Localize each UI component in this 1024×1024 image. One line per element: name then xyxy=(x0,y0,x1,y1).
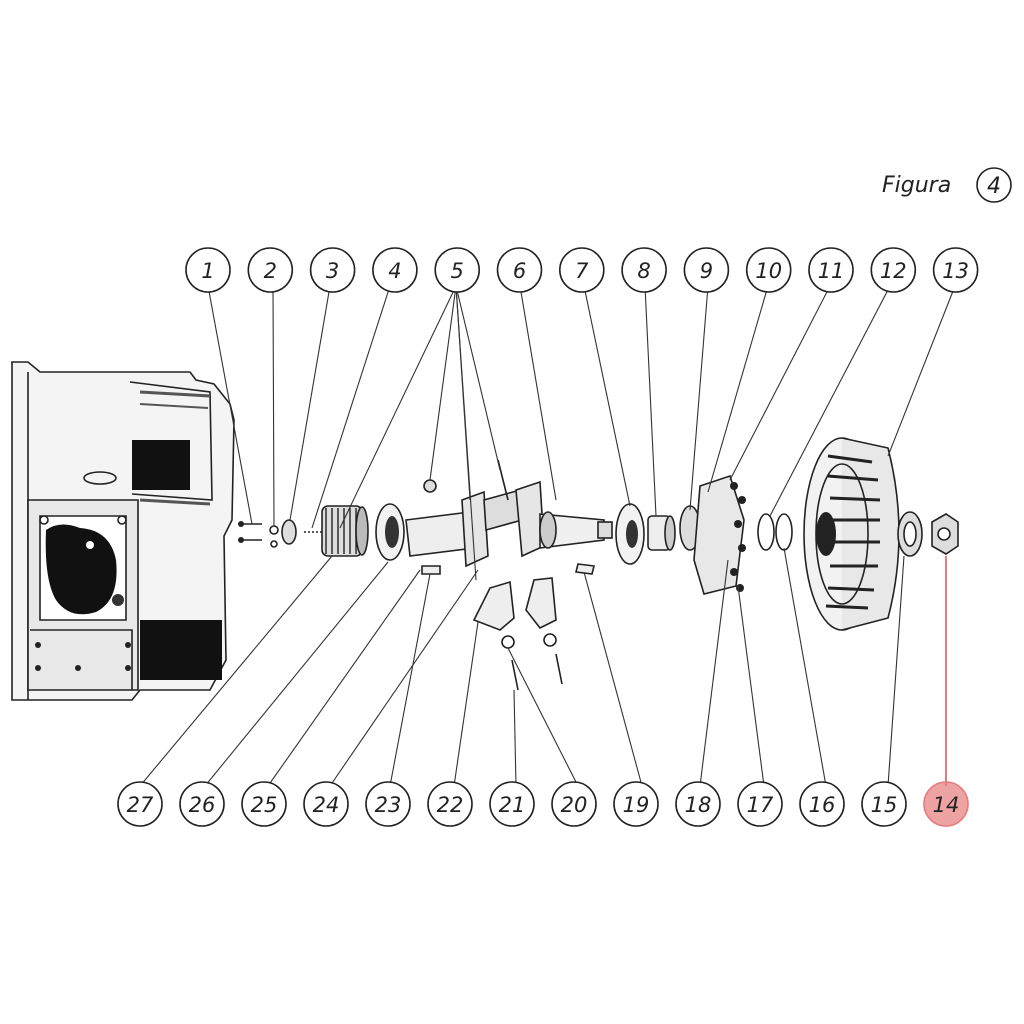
callout-circle xyxy=(613,781,659,827)
callout-19: 19 xyxy=(613,781,659,827)
callout-number: 27 xyxy=(127,793,154,817)
callout-number: 2 xyxy=(264,259,277,283)
callout-number: 19 xyxy=(623,793,650,817)
callout-15: 15 xyxy=(861,781,907,827)
callout-number: 14 xyxy=(933,793,960,817)
callout-number: 20 xyxy=(561,793,588,817)
callout-circle xyxy=(923,781,969,827)
callout-number: 13 xyxy=(942,259,969,283)
callout-circle xyxy=(558,247,605,293)
callout-circle xyxy=(496,247,543,293)
callout-9: 9 xyxy=(683,247,730,293)
hex-nut xyxy=(931,513,959,555)
callout-18: 18 xyxy=(675,781,721,827)
callout-26: 26 xyxy=(179,781,225,827)
callout-number: 11 xyxy=(818,259,845,283)
figure-number: 4 xyxy=(987,174,1001,199)
callout-6: 6 xyxy=(496,247,543,293)
callout-circle xyxy=(372,247,418,293)
figure-number-circle xyxy=(976,167,1012,203)
crankcase-housing xyxy=(11,361,235,701)
callout-25: 25 xyxy=(241,781,287,827)
callout-circle xyxy=(799,781,845,827)
callout-circle xyxy=(861,781,907,827)
flange-plate xyxy=(679,474,793,595)
callout-number: 15 xyxy=(871,793,898,817)
callout-circle xyxy=(675,781,721,827)
callout-14: 14 xyxy=(923,781,969,827)
callout-27: 27 xyxy=(117,781,163,827)
callout-22: 22 xyxy=(427,781,473,827)
callout-17: 17 xyxy=(737,781,783,827)
callout-circle xyxy=(179,781,225,827)
callout-number: 18 xyxy=(685,793,712,817)
callout-number: 1 xyxy=(201,259,214,283)
callouts-bottom: 27 26 25 24 23 22 21 20 19 18 17 16 15 14 xyxy=(117,781,969,827)
callout-8: 8 xyxy=(621,247,667,293)
flywheel xyxy=(803,437,923,631)
callout-circle xyxy=(870,247,917,293)
callout-circle xyxy=(737,781,783,827)
leader-lines xyxy=(139,285,956,787)
callout-number: 21 xyxy=(499,793,526,817)
callout-10: 10 xyxy=(745,247,792,293)
figure-title: Figura 4 xyxy=(882,167,1012,203)
callout-circle xyxy=(241,781,287,827)
callout-circle xyxy=(932,247,979,293)
callout-number: 6 xyxy=(513,259,526,283)
callout-number: 4 xyxy=(388,259,401,283)
callout-number: 25 xyxy=(251,793,278,817)
callout-3: 3 xyxy=(309,247,356,293)
callout-circle xyxy=(427,781,473,827)
callout-number: 12 xyxy=(880,259,907,283)
callout-number: 3 xyxy=(326,259,339,283)
crankshaft xyxy=(405,459,613,575)
callout-circle xyxy=(489,781,535,827)
callout-7: 7 xyxy=(558,247,605,293)
callout-4: 4 xyxy=(372,247,418,293)
callout-circle xyxy=(303,781,349,827)
callout-number: 5 xyxy=(451,259,464,283)
connecting-rod-caps xyxy=(472,577,563,691)
callout-circle xyxy=(745,247,792,293)
callout-number: 10 xyxy=(755,259,782,283)
callout-circle xyxy=(621,247,667,293)
callout-circle xyxy=(434,247,481,293)
callout-number: 24 xyxy=(313,793,340,817)
callout-number: 8 xyxy=(637,259,650,283)
callout-circle xyxy=(185,247,231,293)
callout-number: 23 xyxy=(375,793,402,817)
front-bearing xyxy=(375,503,405,561)
callout-2: 2 xyxy=(247,247,294,293)
callout-circle xyxy=(808,247,854,293)
small-screws xyxy=(238,519,326,548)
callout-12: 12 xyxy=(870,247,917,293)
callout-24: 24 xyxy=(303,781,349,827)
callout-number: 17 xyxy=(747,793,774,817)
callout-number: 9 xyxy=(700,259,713,283)
callout-16: 16 xyxy=(799,781,845,827)
main-bearing xyxy=(615,503,676,565)
callout-5: 5 xyxy=(434,247,481,293)
callout-circle xyxy=(247,247,294,293)
callout-13: 13 xyxy=(932,247,979,293)
timing-gear xyxy=(321,505,369,557)
callout-circle xyxy=(117,781,163,827)
callout-circle xyxy=(683,247,730,293)
callout-circle xyxy=(551,781,597,827)
callout-number: 7 xyxy=(575,259,589,283)
callout-20: 20 xyxy=(551,781,597,827)
callout-11: 11 xyxy=(808,247,854,293)
callout-number: 16 xyxy=(809,793,836,817)
callout-number: 26 xyxy=(189,793,216,817)
callout-23: 23 xyxy=(365,781,411,827)
callout-1: 1 xyxy=(185,247,231,293)
callout-circle xyxy=(365,781,411,827)
callout-21: 21 xyxy=(489,781,535,827)
callout-circle xyxy=(309,247,356,293)
figure-label: Figura xyxy=(882,173,951,198)
callout-number: 22 xyxy=(437,793,464,817)
